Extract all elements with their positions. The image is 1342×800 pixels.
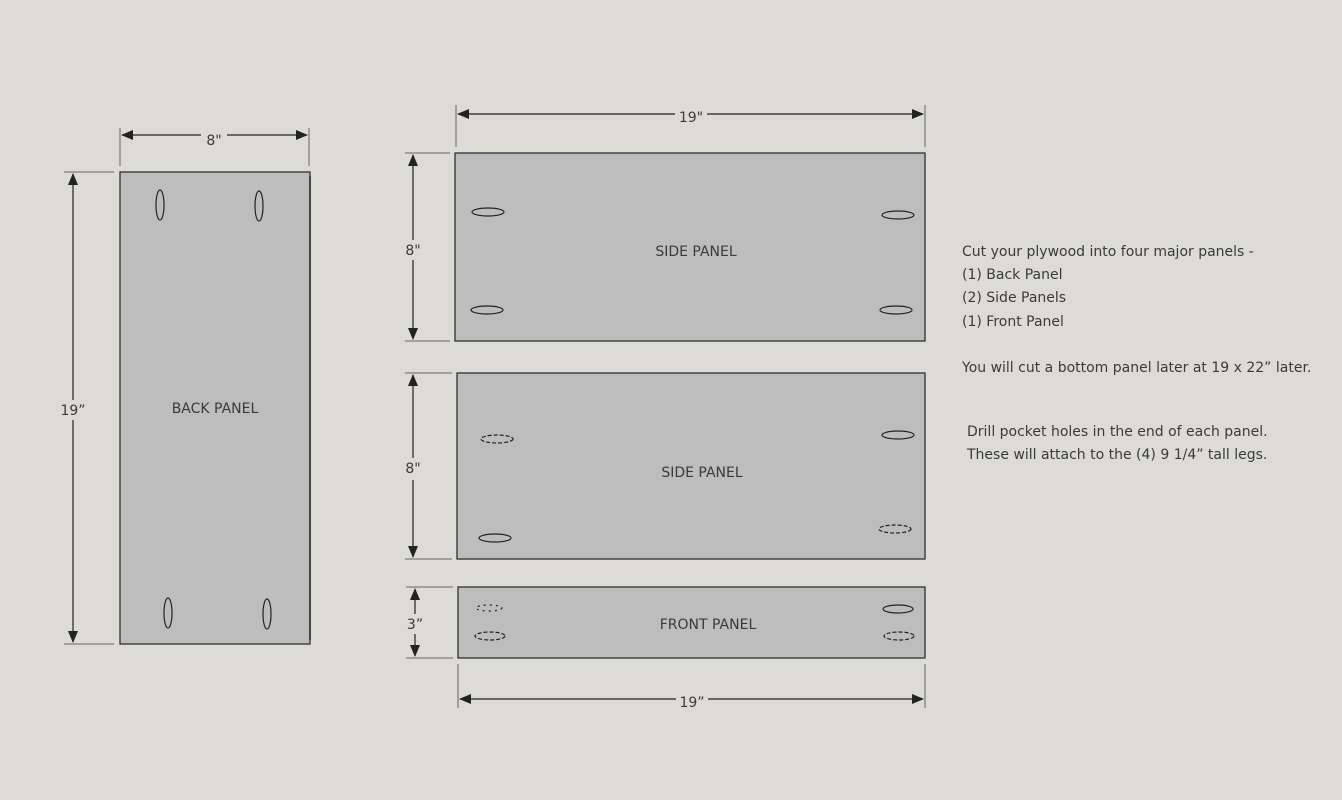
back-panel-label: BACK PANEL — [172, 401, 259, 417]
side-panel-1-label: SIDE PANEL — [655, 244, 737, 260]
note-bottom-panel: You will cut a bottom panel later at 19 … — [962, 360, 1312, 376]
back-width-label: 8" — [206, 133, 221, 149]
side1-length-dimension: 19" — [455, 105, 926, 147]
pocket-hole — [254, 190, 264, 222]
note-item-sides: (2) Side Panels — [962, 290, 1067, 306]
note-drill-line1: Drill pocket holes in the end of each pa… — [967, 424, 1268, 440]
pocket-hole — [881, 430, 915, 440]
pocket-hole — [478, 533, 512, 543]
note-drill-line2: These will attach to the (4) 9 1/4” tall… — [967, 447, 1268, 463]
side1-length-label: 19" — [679, 110, 703, 126]
pocket-hole — [163, 597, 173, 629]
note-item-front: (1) Front Panel — [962, 314, 1064, 330]
side2-height-label: 8" — [405, 461, 420, 477]
side2-height-dimension: 8" — [402, 372, 452, 560]
side1-height-dimension: 8" — [402, 152, 450, 342]
pocket-hole — [474, 631, 506, 641]
pocket-hole — [883, 631, 915, 641]
back-width-dimension: 8" — [119, 126, 310, 166]
front-height-dimension: 3” — [404, 586, 453, 659]
front-height-label: 3” — [407, 617, 423, 633]
pocket-hole — [471, 207, 505, 217]
back-height-dimension: 19” — [58, 171, 114, 645]
side-panel-1: SIDE PANEL — [454, 152, 926, 342]
back-height-label: 19” — [60, 403, 85, 419]
pocket-hole — [262, 598, 272, 630]
front-panel: FRONT PANEL — [457, 586, 926, 659]
side-panel-2: SIDE PANEL — [456, 372, 926, 560]
front-panel-label: FRONT PANEL — [660, 617, 757, 633]
pocket-hole — [155, 189, 165, 221]
pocket-hole — [882, 604, 914, 614]
pocket-hole — [879, 305, 913, 315]
pocket-hole — [881, 210, 915, 220]
pocket-hole — [480, 434, 514, 444]
front-length-label: 19” — [679, 695, 704, 711]
pocket-hole — [475, 604, 503, 612]
note-item-back: (1) Back Panel — [962, 267, 1063, 283]
note-cut-intro: Cut your plywood into four major panels … — [962, 244, 1254, 260]
pocket-hole — [470, 305, 504, 315]
front-length-dimension: 19” — [457, 664, 926, 711]
back-panel: BACK PANEL — [119, 171, 311, 645]
side-panel-2-label: SIDE PANEL — [661, 465, 743, 481]
side1-height-label: 8" — [405, 243, 420, 259]
pocket-hole — [878, 524, 912, 534]
